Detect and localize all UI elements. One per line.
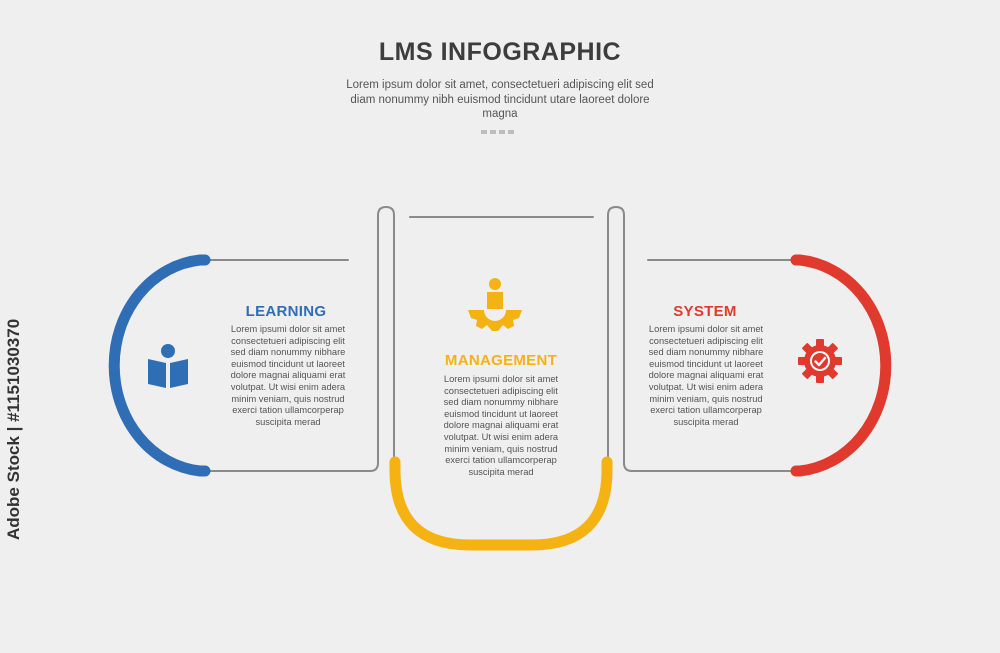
management-text: Lorem ipsumi dolor sit amet consectetuer… [443,374,559,477]
management-arc [389,456,613,551]
management-heading: MANAGEMENT [444,352,558,369]
stock-watermark: Adobe Stock | #1151030370 [4,318,23,540]
system-arc [790,254,892,477]
left-connector-line [204,205,395,472]
page-subtitle: Lorem ipsum dolor sit amet, consectetuer… [346,79,654,120]
system-text: Lorem ipsumi dolor sit amet consectetuer… [648,324,764,427]
gear-check-icon [796,337,844,390]
system-heading: SYSTEM [673,303,737,320]
right-connector-line [607,205,797,472]
learning-heading: LEARNING [245,303,327,320]
book-reader-icon [146,343,190,394]
page-title: LMS INFOGRAPHIC [378,38,622,66]
learning-text: Lorem ipsumi dolor sit amet consectetuer… [230,324,346,427]
learning-arc [108,254,211,477]
divider-dots [481,130,514,134]
manager-gear-icon [466,276,524,337]
